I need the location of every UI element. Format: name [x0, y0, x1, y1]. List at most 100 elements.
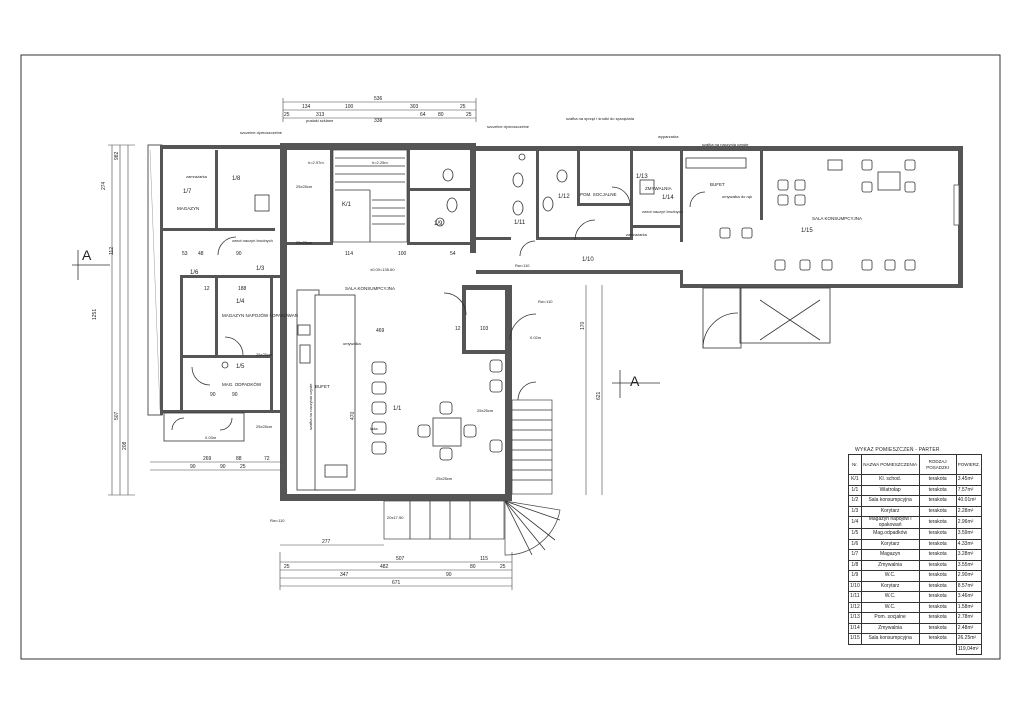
svg-text:88: 88 [236, 456, 242, 462]
cell-nr: 1/11 [848, 591, 862, 603]
svg-text:1/5: 1/5 [236, 364, 245, 370]
annotations: ±0.00=135.60 zamrażarka zamrażarka zwrot… [186, 116, 752, 523]
svg-text:188: 188 [238, 286, 247, 292]
cell-name: W.C. [860, 570, 920, 582]
svg-text:20x17.50: 20x17.50 [387, 515, 404, 520]
svg-text:25x25cm: 25x25cm [256, 352, 273, 357]
cell-floor: terakota [918, 538, 957, 550]
cell-name: Zmywalnia [860, 559, 920, 571]
cell-area: 3.46m² [955, 591, 983, 603]
cell-area: 2.28m² [955, 505, 983, 517]
legend-title: WYKAZ POMIESZCZEŃ - PARTER [855, 447, 940, 453]
svg-text:A: A [82, 247, 92, 263]
svg-text:lada: lada [370, 426, 378, 431]
svg-text:12: 12 [204, 286, 210, 292]
cell-area: 3.28m² [955, 549, 983, 561]
svg-text:671: 671 [392, 580, 401, 586]
svg-text:90: 90 [446, 572, 452, 578]
cell-area: 2.96m² [955, 516, 983, 529]
svg-text:313: 313 [316, 112, 325, 118]
wc-fixtures [221, 153, 655, 369]
svg-text:982: 982 [114, 151, 120, 160]
cell-area: 2.90m² [955, 570, 983, 582]
cell-floor: terakota [918, 505, 957, 517]
cell-nr: 1/12 [848, 601, 862, 613]
svg-text:0.02m: 0.02m [530, 335, 542, 340]
cell-name: Kl. schod. [860, 474, 920, 486]
stairs-k1 [332, 149, 408, 243]
cell-nr: 1/15 [848, 633, 862, 645]
total-spacer [849, 644, 862, 655]
svg-text:1/3: 1/3 [256, 266, 265, 272]
cell-name: Wiatrołap [860, 484, 920, 496]
svg-text:szafka na naczynia czyste: szafka na naczynia czyste [308, 383, 313, 430]
svg-text:wyparzarka: wyparzarka [658, 134, 679, 139]
svg-text:72: 72 [264, 456, 270, 462]
cell-area: 8.57m² [955, 580, 983, 592]
total-area: 119,04m² [955, 643, 983, 655]
stairs-exterior [383, 399, 561, 556]
cell-floor: terakota [918, 580, 957, 592]
cell-nr: 1/8 [848, 559, 862, 571]
svg-text:25: 25 [240, 464, 246, 470]
svg-text:1/6: 1/6 [190, 270, 199, 276]
svg-text:25x25cm: 25x25cm [477, 408, 494, 413]
svg-text:pustaki szklane: pustaki szklane [306, 118, 334, 123]
svg-text:100: 100 [345, 104, 354, 110]
header-nr: Nr. [848, 454, 862, 475]
dimension-labels: 536 134 100 303 25 313 64 80 25 338 25 2… [92, 96, 602, 586]
svg-text:1/1: 1/1 [393, 406, 402, 412]
total-spacer [861, 644, 919, 655]
cell-area: 2.48m² [955, 622, 983, 634]
svg-text:h=2.97m: h=2.97m [308, 160, 324, 165]
cell-area: 2.78m² [955, 612, 983, 624]
svg-text:507: 507 [114, 411, 120, 420]
cell-area: 40.01m² [955, 495, 983, 507]
cell-name: Pom. socjalne [860, 612, 920, 624]
cell-area: 4.33m² [955, 538, 983, 550]
sheet-frame [20, 54, 1001, 660]
svg-text:54: 54 [450, 251, 456, 257]
svg-text:1/8: 1/8 [232, 176, 241, 182]
cell-floor: terakota [918, 474, 957, 486]
cell-nr: 1/6 [848, 538, 862, 550]
room-labels: K/1 1/1 1/3 1/4 MAGAZYN NAPOJÓW I OPAKOW… [177, 174, 862, 412]
cell-nr: 1/9 [848, 570, 862, 582]
svg-text:25x25cm: 25x25cm [256, 424, 273, 429]
svg-text:szczelne dymoszczelne: szczelne dymoszczelne [487, 124, 530, 129]
walls-left-wing [147, 144, 282, 442]
cell-nr: 1/13 [848, 612, 862, 624]
cell-floor: terakota [918, 612, 957, 624]
svg-text:347: 347 [340, 572, 349, 578]
cell-floor: terakota [918, 528, 957, 540]
svg-text:25: 25 [466, 112, 472, 118]
cell-floor: terakota [918, 516, 957, 529]
cell-name: Zmywalnia [860, 622, 920, 634]
svg-text:SALA KONSUMPCYJNA: SALA KONSUMPCYJNA [812, 216, 862, 221]
svg-text:103: 103 [480, 326, 489, 332]
svg-text:MAGAZYN NAPOJÓW I OPAKOWAŃ: MAGAZYN NAPOJÓW I OPAKOWAŃ [222, 312, 298, 318]
svg-text:134: 134 [302, 104, 311, 110]
svg-text:1/10: 1/10 [582, 257, 594, 263]
walls-right-wing [476, 146, 963, 288]
cell-area: 7.57m² [955, 484, 983, 496]
svg-text:25x25cm: 25x25cm [296, 240, 313, 245]
cell-floor: terakota [918, 484, 957, 496]
svg-text:90: 90 [232, 392, 238, 398]
svg-text:469: 469 [376, 328, 385, 334]
svg-text:1/11: 1/11 [514, 220, 526, 226]
svg-text:90: 90 [210, 392, 216, 398]
cell-nr: 1/1 [848, 484, 862, 496]
svg-text:114: 114 [345, 251, 353, 257]
cell-nr: 1/5 [848, 528, 862, 540]
svg-text:470: 470 [350, 411, 356, 420]
svg-text:±0.00=135.60: ±0.00=135.60 [370, 267, 395, 272]
